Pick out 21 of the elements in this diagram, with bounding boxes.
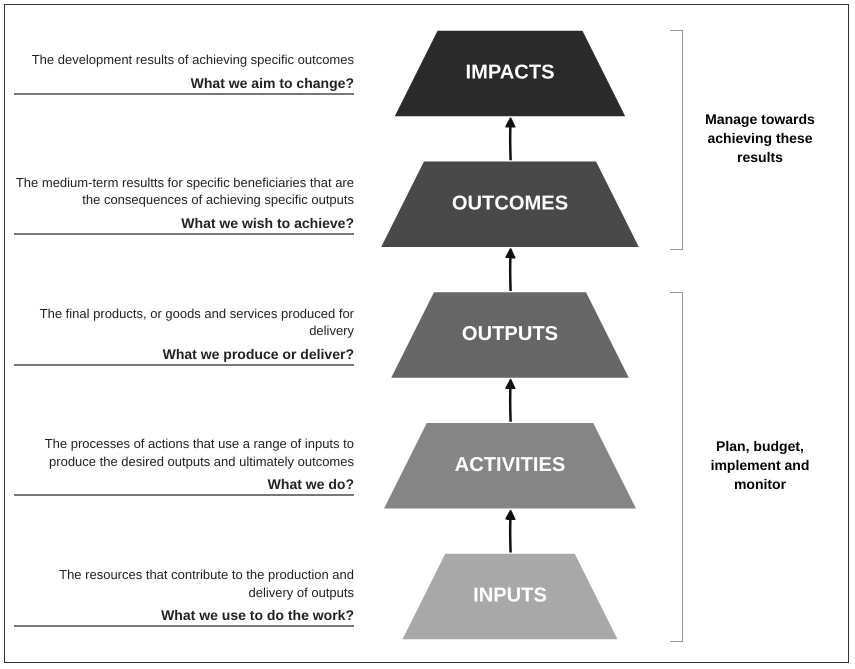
guiding-question: What we produce or deliver? — [14, 346, 354, 366]
level-description: The medium-term resultts for specific beneficiaries that are the consequences of achieving specific outputs — [14, 174, 354, 209]
level-description: The processes of actions that use a range of inputs to produce the desired outputs and ultimately outcomes — [44, 435, 354, 470]
bracket-label: Plan, budget, implement and monitor — [710, 437, 810, 494]
pyramid-level: ACTIVITIES — [382, 422, 638, 510]
guiding-question: What we aim to change? — [14, 74, 354, 95]
arrow — [504, 116, 516, 162]
level-description: The final products, or goods and services produced for delivery — [38, 304, 354, 340]
level-description: The development results of achieving specific outcomes — [30, 51, 354, 69]
arrow — [504, 248, 516, 292]
guiding-question: What we wish to achieve? — [14, 214, 354, 235]
bracket-label: Manage towards achieving these results — [704, 110, 816, 167]
guiding-question: What we use to do the work? — [14, 607, 354, 628]
arrow — [504, 509, 516, 554]
level-description: The resources that contribute to the production and delivery of outputs — [58, 566, 354, 602]
pyramid-level: IMPACTS — [392, 29, 628, 118]
arrow — [504, 378, 516, 424]
pyramid-level: OUTCOMES — [379, 160, 641, 248]
pyramid-level: INPUTS — [400, 552, 620, 641]
guiding-question: What we do? — [14, 476, 354, 496]
pyramid-level: OUTPUTS — [389, 290, 631, 380]
